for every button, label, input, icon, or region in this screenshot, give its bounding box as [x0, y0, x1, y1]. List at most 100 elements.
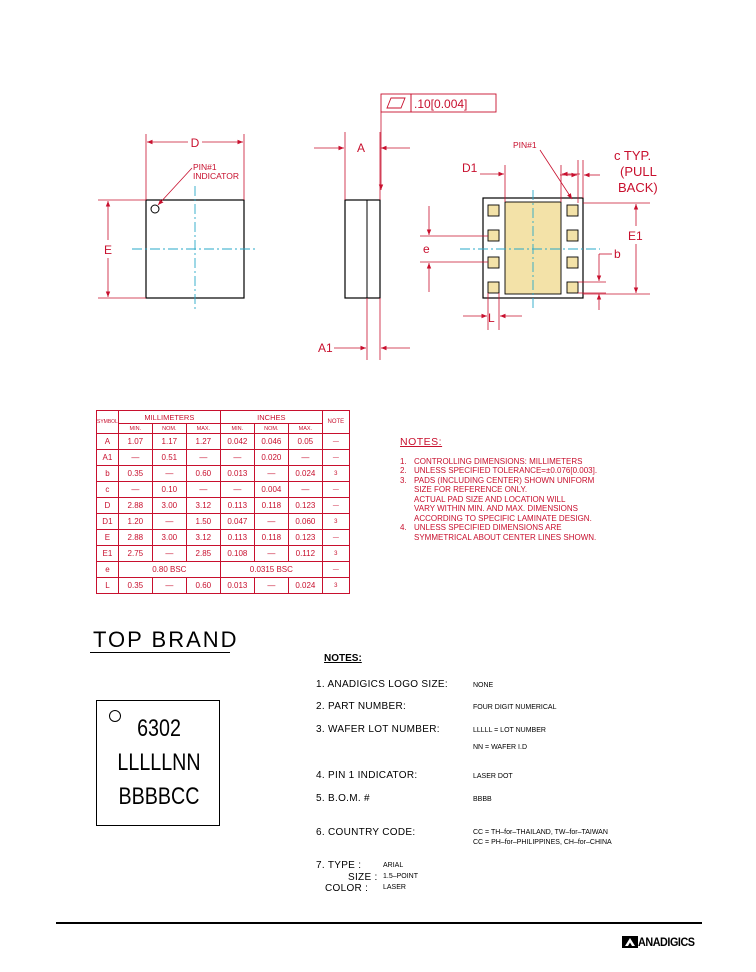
column-subheader: MAX. [287, 423, 323, 434]
inch-cell: 0.047 [219, 513, 255, 530]
top-brand-marking: 6302 LLLLLNN BBBBCC [96, 700, 220, 826]
note-cell: 3 [321, 513, 350, 530]
brand-note-value: LASER DOT [473, 773, 513, 780]
c-typ-label-3: BACK) [618, 180, 658, 195]
mm-cell: 1.07 [117, 433, 153, 450]
mm-cell: — [117, 449, 153, 466]
top-brand-underline [90, 652, 230, 653]
symbol-cell: L [96, 577, 119, 594]
inch-cell: 0.05 [287, 433, 323, 450]
symbol-cell: A1 [96, 449, 119, 466]
note-text: PADS (INCLUDING CENTER) SHOWN UNIFORM SI… [414, 475, 595, 523]
note-cell: 3 [321, 577, 350, 594]
mm-cell: 3.00 [151, 497, 187, 514]
column-subheader: MIN. [219, 423, 255, 434]
inch-cell: 0.108 [219, 545, 255, 562]
mm-cell: 0.35 [117, 577, 153, 594]
inch-cell: — [219, 449, 255, 466]
pin1-indicator-label: PIN#1 [193, 162, 217, 172]
mm-bsc-cell: 0.80 BSC [117, 561, 221, 578]
brand-note-size-label: SIZE : [348, 872, 378, 883]
inch-cell: — [253, 465, 289, 482]
mm-cell: — [151, 545, 187, 562]
note-cell: 3 [321, 465, 350, 482]
mm-cell: 2.88 [117, 529, 153, 546]
symbol-cell: A [96, 433, 119, 450]
brand-lot-code: LLLLLNN [117, 749, 201, 776]
mm-cell: — [185, 481, 221, 498]
column-subheader: MAX. [185, 423, 221, 434]
inch-cell: 0.013 [219, 577, 255, 594]
inch-cell: — [287, 481, 323, 498]
inch-cell: 0.118 [253, 497, 289, 514]
dim-b-label: b [614, 247, 621, 261]
note-number: 2. [400, 466, 407, 475]
dim-D-label: D [191, 136, 200, 150]
table-row: A1—0.51——0.020—— [96, 449, 350, 466]
mm-cell: 1.27 [185, 433, 221, 450]
mm-cell: 1.17 [151, 433, 187, 450]
dim-L-label: L [488, 311, 495, 325]
inch-cell: 0.013 [219, 465, 255, 482]
top-brand-title: TOP BRAND [93, 627, 239, 652]
brand-note-value-2: NN = WAFER I.D [473, 744, 527, 751]
symbol-cell: e [96, 561, 119, 578]
note-text: UNLESS SPECIFIED DIMENSIONS ARE SYMMETRI… [414, 523, 597, 542]
brand-note-value: FOUR DIGIT NUMERICAL [473, 704, 557, 711]
inch-cell: 0.042 [219, 433, 255, 450]
c-typ-label-2: (PULL [620, 164, 657, 179]
top-view: D E PIN#1 INDICATOR [98, 134, 258, 312]
pin1-dot-icon [109, 710, 121, 722]
mm-cell: 0.60 [185, 465, 221, 482]
drawing-note-item: 4. UNLESS SPECIFIED DIMENSIONS ARE SYMME… [400, 523, 700, 542]
drawing-note-item: 2. UNLESS SPECIFIED TOLERANCE=±0.076[0.0… [400, 466, 700, 476]
inch-cell: 0.004 [253, 481, 289, 498]
package-outline-drawing: D E PIN#1 INDICATOR .10[0.004] A A1 [98, 93, 658, 360]
brand-bom-code: BBBBCC [118, 783, 200, 810]
inch-cell: — [287, 449, 323, 466]
mm-cell: 0.51 [151, 449, 187, 466]
side-view: .10[0.004] A A1 [314, 93, 497, 360]
column-subheader: NOM. [253, 423, 289, 434]
inch-cell: 0.020 [253, 449, 289, 466]
brand-notes-title: NOTES: [324, 653, 362, 664]
note-cell: — [321, 561, 350, 578]
mm-cell: 2.88 [117, 497, 153, 514]
column-subheader: MIN. [117, 423, 153, 434]
mm-cell: — [117, 481, 153, 498]
inch-cell: — [253, 513, 289, 530]
mm-cell: 3.12 [185, 529, 221, 546]
brand-note-value: CC = TH–for–THAILAND, TW–for–TAIWAN [473, 829, 608, 836]
note-cell: 3 [321, 545, 350, 562]
note-text: CONTROLLING DIMENSIONS: MILLIMETERS [414, 456, 583, 466]
note-cell: — [321, 497, 350, 514]
symbol-cell: D1 [96, 513, 119, 530]
inch-cell: 0.060 [287, 513, 323, 530]
dim-A-label: A [357, 141, 365, 155]
brand-note-label: 3. WAFER LOT NUMBER: [316, 724, 440, 735]
pin1-indicator-label-2: INDICATOR [193, 171, 239, 181]
mm-cell: 1.20 [117, 513, 153, 530]
inch-cell: 0.123 [287, 497, 323, 514]
inch-cell: 0.024 [287, 465, 323, 482]
dim-A1-label: A1 [318, 341, 333, 355]
brand-note-label: 5. B.O.M. # [316, 793, 370, 804]
anadigics-logo-icon [622, 936, 638, 948]
symbol-cell: D [96, 497, 119, 514]
drawing-notes: NOTES: 1. CONTROLLING DIMENSIONS: MILLIM… [400, 437, 700, 542]
brand-note-type-value: ARIAL [383, 862, 404, 869]
note-header: NOTE [321, 410, 350, 434]
flatness-tolerance-value: .10[0.004] [414, 97, 467, 111]
table-row: c—0.10——0.004—— [96, 481, 350, 498]
mm-cell: 2.85 [185, 545, 221, 562]
mm-cell: 3.12 [185, 497, 221, 514]
brand-note-value: BBBB [473, 796, 492, 803]
note-cell: — [321, 529, 350, 546]
